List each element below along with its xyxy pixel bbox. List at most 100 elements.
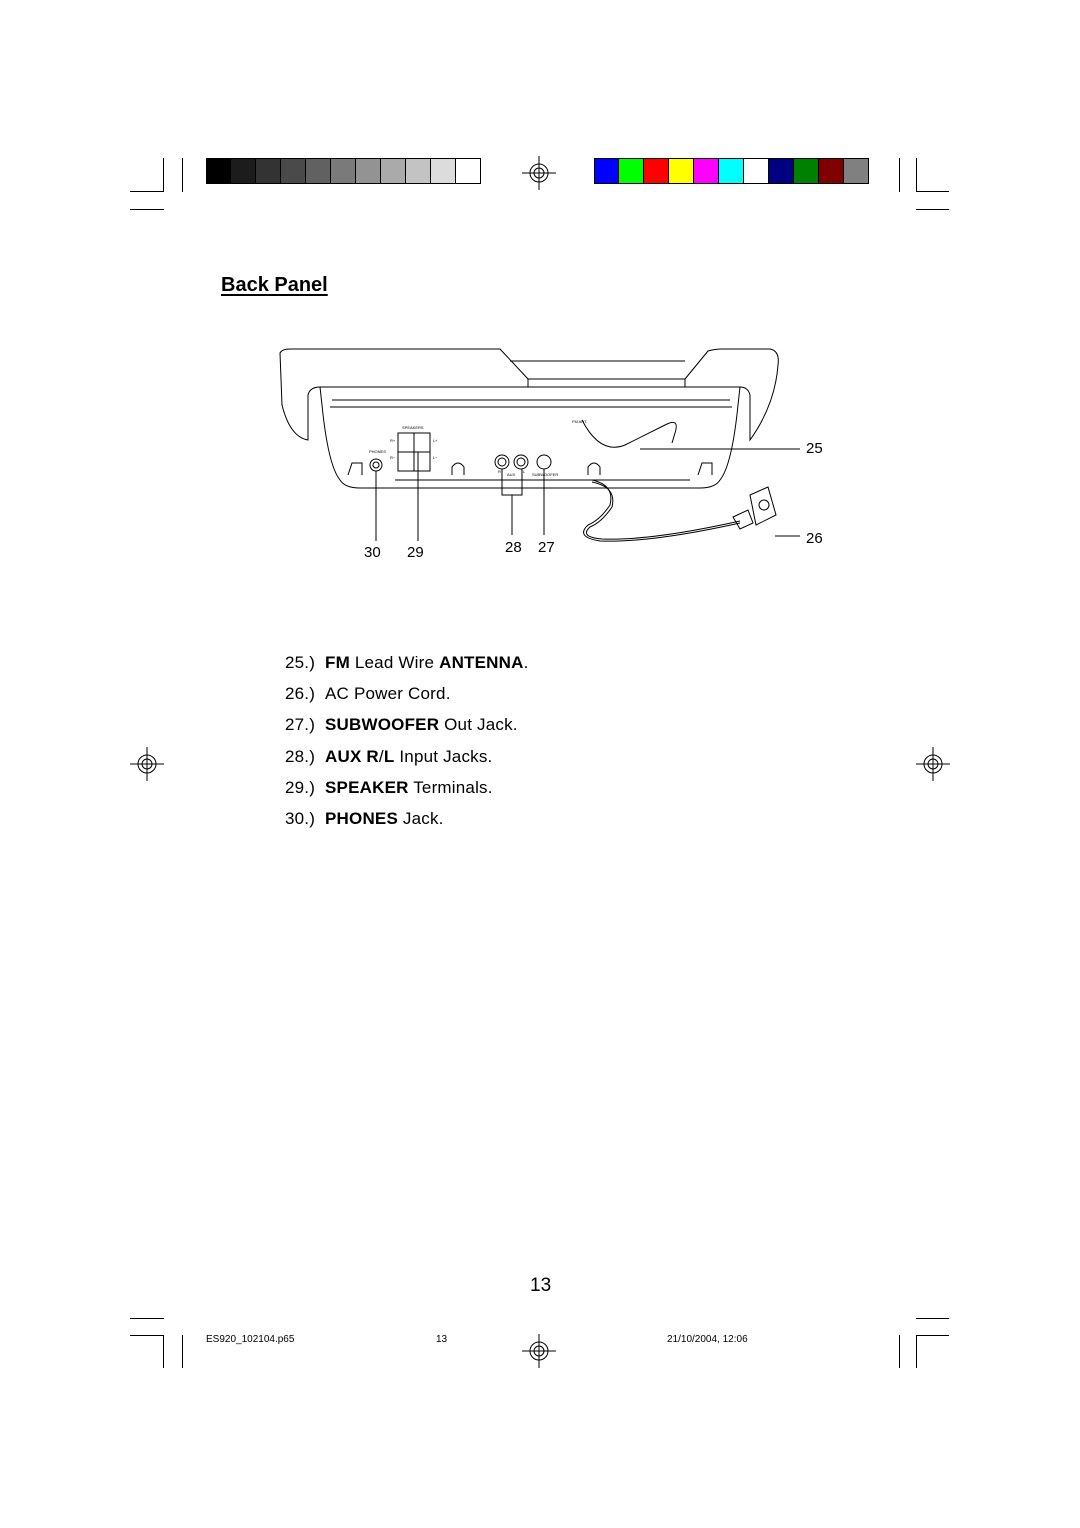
aux-l-jack: [513, 454, 529, 470]
back-panel-diagram: SPEAKERS PHONES FM ANT. AUX R L SUBWOOFE…: [279, 348, 800, 542]
item-number: 26.): [285, 684, 316, 704]
crop-mark: [130, 1318, 164, 1319]
fm-ant-label: FM ANT.: [572, 419, 587, 424]
power-plug-icon: [732, 509, 754, 530]
crop-mark: [899, 158, 900, 192]
item-text: L: [383, 746, 395, 766]
item-text: ANTENNA: [439, 653, 524, 672]
grayscale-swatch: [456, 158, 481, 184]
list-item: 30.) PHONES Jack.: [285, 808, 529, 839]
phones-label: PHONES: [369, 449, 386, 454]
item-text: SPEAKER: [325, 777, 409, 797]
item-text: Input Jacks.: [394, 746, 493, 766]
aux-r-label: R: [498, 469, 501, 474]
callout-28: 28: [505, 539, 522, 556]
item-text: Terminals.: [408, 777, 493, 797]
fm-antenna-wire: [581, 419, 677, 448]
grayscale-swatch: [381, 158, 406, 184]
list-item: 28.) AUX R/L Input Jacks.: [285, 746, 529, 777]
item-text: /: [378, 746, 384, 766]
registration-mark-icon: [522, 156, 556, 190]
main-body: [319, 386, 741, 489]
aux-label: AUX: [507, 472, 516, 477]
grayscale-swatch: [331, 158, 356, 184]
color-swatch: [844, 158, 869, 184]
crop-mark: [130, 209, 164, 210]
callout-26: 26: [806, 530, 823, 547]
crop-mark: [182, 158, 183, 192]
crop-mark: [916, 191, 949, 192]
item-number: 27.): [285, 715, 316, 735]
crop-mark: [163, 158, 164, 192]
phones-jack: [369, 458, 383, 472]
crop-mark: [916, 1335, 917, 1368]
crop-mark: [899, 1335, 900, 1368]
item-text: SUBWOOFER: [325, 715, 440, 735]
crop-mark: [916, 1335, 949, 1336]
speaker-l-plus-label: L+: [433, 438, 438, 443]
grayscale-swatch: [256, 158, 281, 184]
speaker-r-minus-label: R−: [390, 455, 396, 460]
crop-mark: [163, 1335, 164, 1368]
color-swatch: [694, 158, 719, 184]
speaker-l-minus-label: L−: [433, 455, 438, 460]
callout-27: 27: [538, 539, 555, 556]
speaker-r-plus-label: R+: [390, 438, 396, 443]
color-swatch: [744, 158, 769, 184]
crop-mark: [916, 1318, 949, 1319]
crop-mark: [916, 158, 917, 192]
item-number: 28.): [285, 746, 316, 766]
grayscale-calibration-bar: [206, 158, 481, 184]
aux-l-label: L: [523, 469, 526, 474]
page-heading: Back Panel: [221, 274, 328, 296]
grayscale-swatch: [206, 158, 231, 184]
crop-mark: [916, 209, 949, 210]
footer-filename: ES920_102104.p65: [206, 1334, 295, 1345]
footer-datetime: 21/10/2004, 12:06: [667, 1334, 748, 1345]
item-number: 29.): [285, 777, 316, 797]
color-swatch: [644, 158, 669, 184]
color-swatch: [594, 158, 619, 184]
crop-mark: [130, 191, 164, 192]
item-text: Jack.: [398, 808, 444, 828]
crop-mark: [182, 1335, 183, 1368]
color-swatch: [819, 158, 844, 184]
color-swatch: [669, 158, 694, 184]
list-item: 26.) AC Power Cord.: [285, 683, 529, 714]
item-text: AC Power Cord.: [325, 684, 451, 704]
subwoofer-label: SUBWOOFER: [532, 472, 558, 477]
callout-25: 25: [806, 440, 823, 457]
right-speaker-cap: [684, 348, 779, 442]
page-number: 13: [530, 1275, 552, 1296]
subwoofer-jack: [536, 454, 552, 470]
aux-r-jack: [494, 454, 510, 470]
callout-29: 29: [407, 544, 424, 561]
list-item: 27.) SUBWOOFER Out Jack.: [285, 714, 529, 745]
item-text: .: [523, 653, 529, 672]
callout-30: 30: [364, 544, 381, 561]
color-swatch: [719, 158, 744, 184]
color-swatch: [619, 158, 644, 184]
back-panel-item-list: 25.) FM Lead Wire ANTENNA. 26.) AC Power Co…: [285, 652, 529, 839]
registration-mark-icon: [130, 747, 164, 781]
item-number: 25.): [285, 653, 316, 672]
grayscale-swatch: [431, 158, 456, 184]
footer-page: 13: [436, 1334, 448, 1345]
item-text: AUX R: [325, 746, 379, 766]
registration-mark-icon: [522, 1334, 556, 1368]
registration-mark-icon: [916, 747, 950, 781]
grayscale-swatch: [406, 158, 431, 184]
item-text: Lead Wire: [349, 653, 440, 672]
power-cord: [583, 479, 741, 542]
item-number: 30.): [285, 808, 316, 828]
grayscale-swatch: [231, 158, 256, 184]
color-calibration-bar: [594, 158, 869, 184]
left-speaker-cap: [279, 348, 529, 441]
grayscale-swatch: [306, 158, 331, 184]
item-text: FM: [325, 653, 350, 672]
item-text: PHONES: [325, 808, 398, 828]
item-text: Out Jack.: [439, 715, 518, 735]
list-item: 25.) FM Lead Wire ANTENNA.: [285, 652, 529, 683]
color-swatch: [794, 158, 819, 184]
